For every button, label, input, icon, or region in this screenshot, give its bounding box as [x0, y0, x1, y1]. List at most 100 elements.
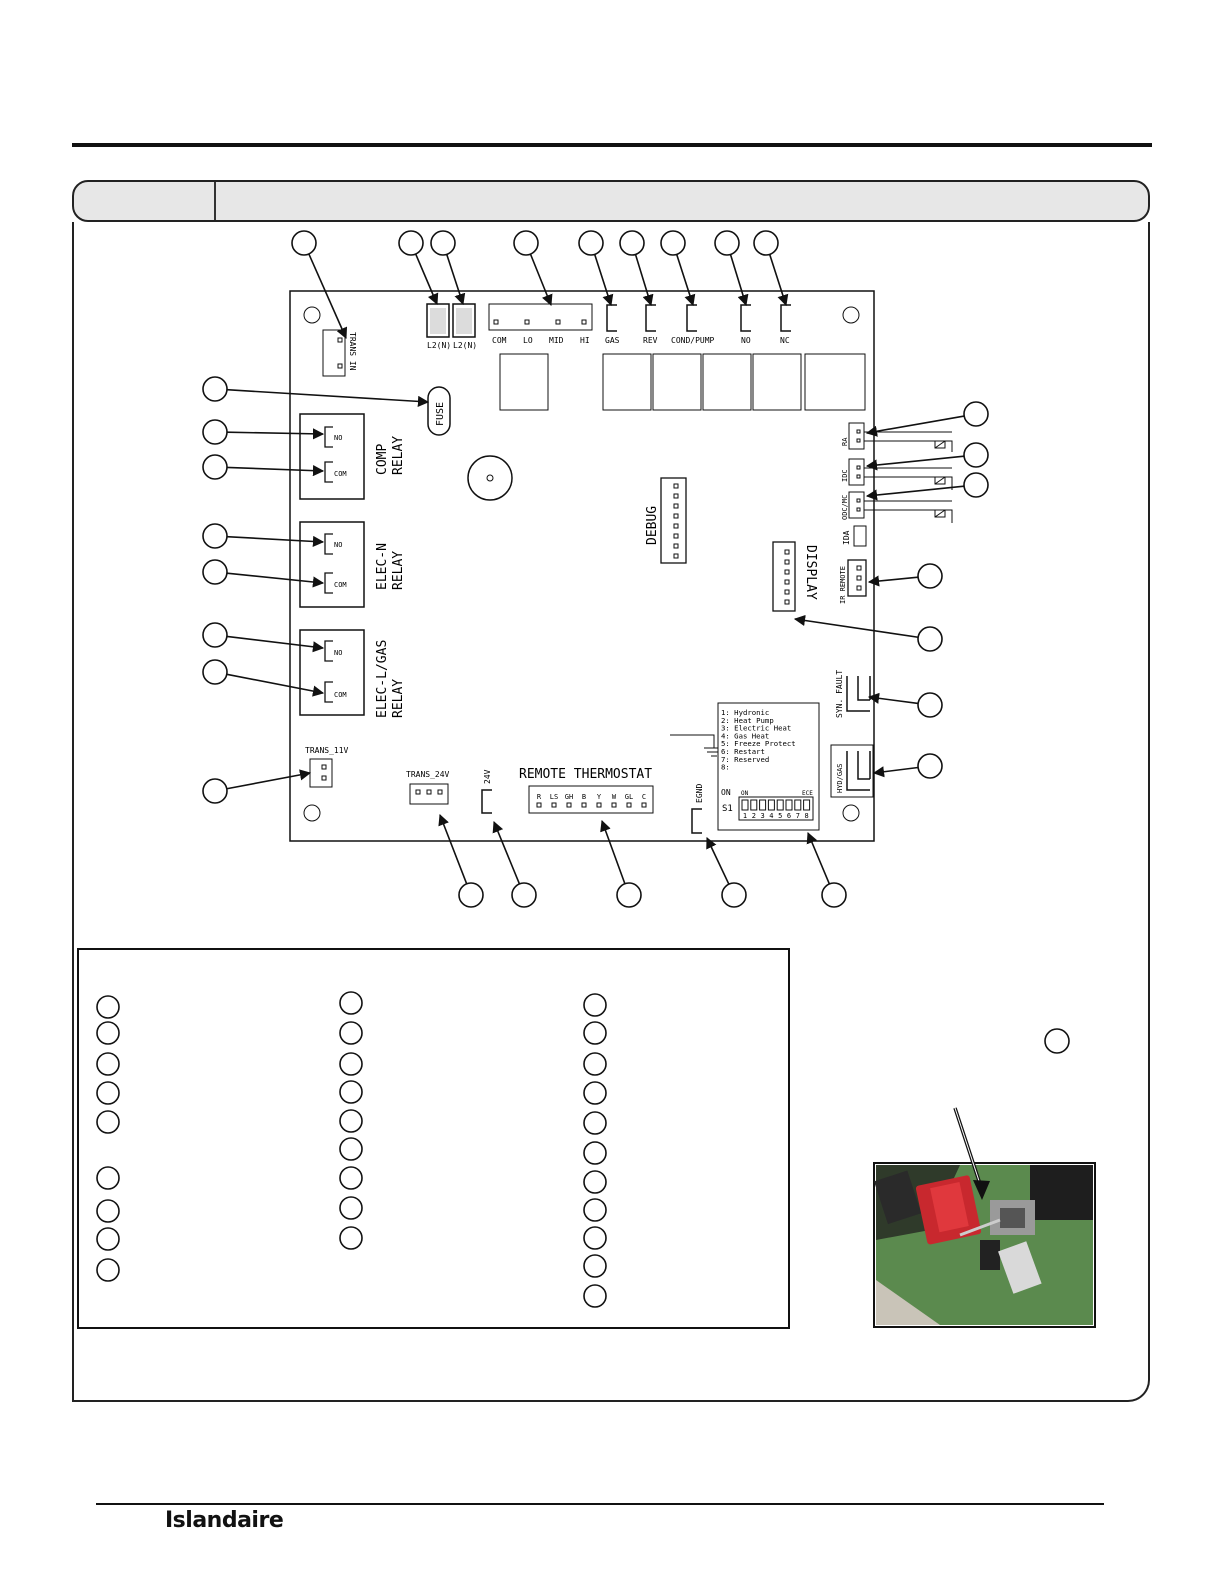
elec-l-gas-label: ELEC-L/GAS [375, 640, 390, 718]
dip-switch-s1[interactable] [738, 796, 814, 821]
legend-marker [96, 1166, 120, 1190]
callout-marker [721, 882, 747, 908]
relay-block [602, 353, 652, 411]
callout-leader [414, 253, 439, 306]
legend-marker [339, 1021, 363, 1045]
mounting-hole [842, 306, 860, 324]
callout-leader [226, 388, 430, 407]
dip-switch-6[interactable] [785, 799, 793, 811]
trans-24v-connector [409, 783, 449, 805]
fan-speed-connector [488, 303, 593, 331]
ir-remote-label: IR REMOTE [839, 566, 847, 604]
callout-leader [872, 766, 919, 778]
legend-marker [339, 1137, 363, 1161]
legend-marker [96, 995, 120, 1019]
tab-divider [214, 182, 216, 220]
legend-marker [339, 1052, 363, 1076]
legend-marker [96, 1052, 120, 1076]
callout-marker [753, 230, 779, 256]
callout-leader [865, 415, 965, 437]
callout-marker [917, 563, 943, 589]
odc-mc-label: ODC/MC [841, 495, 849, 520]
nc-label: NC [780, 336, 790, 345]
fan-hi-label: HI [580, 336, 590, 345]
thermostat-terminal-b: B [582, 793, 586, 801]
thermostat-terminal-c: C [642, 793, 646, 801]
footer-rule [96, 1503, 1104, 1505]
legend-marker [583, 1021, 607, 1045]
remote-thermostat-label: REMOTE THERMOSTAT [519, 767, 652, 782]
comp-relay-label: RELAY [391, 436, 406, 475]
odc-mc-connector [848, 491, 865, 519]
cond-pump-label: COND/PUMP [671, 336, 715, 345]
callout-leader [226, 428, 325, 440]
relay-block [652, 353, 702, 411]
no-label: NO [741, 336, 751, 345]
elec-l-gas-no-label: NO [334, 649, 342, 657]
idc-label: IDC [841, 469, 849, 482]
dip-switch-2[interactable] [750, 799, 758, 811]
dip-legend-line: 6: Restart [721, 747, 765, 756]
callout-marker [917, 626, 943, 652]
fuse [427, 386, 451, 436]
idc-connector [848, 458, 865, 486]
callout-leader [438, 813, 468, 885]
ra-connector [848, 422, 865, 450]
dip-switch-5[interactable] [776, 799, 784, 811]
relay-block [752, 353, 802, 411]
dip-switch-7[interactable] [794, 799, 802, 811]
debug-pins [673, 483, 679, 559]
legend-marker [583, 1284, 607, 1308]
dip-number-7: 7 [796, 812, 800, 820]
dip-switch-3[interactable] [759, 799, 767, 811]
callout-marker [963, 472, 989, 498]
dip-number-4: 4 [769, 812, 773, 820]
dip-switch-4[interactable] [767, 799, 775, 811]
l2n-label-1: L2(N) [427, 341, 451, 350]
elec-l-gas-relay [299, 629, 365, 716]
hyd-gas-label: HYD/GAS [836, 763, 844, 793]
legend-marker [96, 1110, 120, 1134]
relay-block [702, 353, 752, 411]
callout-leader [865, 455, 965, 471]
dip-switch-8[interactable] [803, 799, 811, 811]
callout-leader [226, 673, 325, 697]
callout-leader [865, 485, 965, 501]
dip-switch-1[interactable] [741, 799, 749, 811]
dip-legend-line: 3: Electric Heat [721, 724, 791, 733]
callout-leader [226, 769, 312, 790]
legend-marker [339, 1226, 363, 1250]
dip-legend-line: 1: Hydronic [721, 708, 769, 717]
callout-leader [675, 254, 696, 307]
dip-legend-line: 5: Freeze Protect [721, 739, 796, 748]
callout-marker [202, 376, 228, 402]
callout-leader [226, 465, 325, 477]
callout-leader [308, 253, 348, 340]
logo-text-a: Island [165, 1508, 238, 1533]
callout-marker [513, 230, 539, 256]
legend-marker [583, 1198, 607, 1222]
ir-remote-connector [847, 559, 867, 597]
mounting-hole [842, 804, 860, 822]
callout-marker [202, 659, 228, 685]
thermostat-terminal-ls: LS [550, 793, 558, 801]
elec-n-label: ELEC-N [375, 543, 390, 590]
legend-marker [583, 993, 607, 1017]
dip-number-2: 2 [752, 812, 756, 820]
fuse-label: FUSE [435, 402, 446, 426]
remote-thermostat-terminal-block [528, 785, 654, 814]
callout-marker [398, 230, 424, 256]
dip-on-label: ON [721, 788, 731, 797]
relay-block [804, 353, 866, 411]
dip-number-6: 6 [787, 812, 791, 820]
legend-marker [339, 1196, 363, 1220]
comp-relay [299, 413, 365, 500]
callout-leader [768, 254, 789, 307]
callout-marker [660, 230, 686, 256]
callout-leader [793, 614, 919, 639]
legend-marker [339, 991, 363, 1015]
terminal-screw [641, 802, 647, 808]
